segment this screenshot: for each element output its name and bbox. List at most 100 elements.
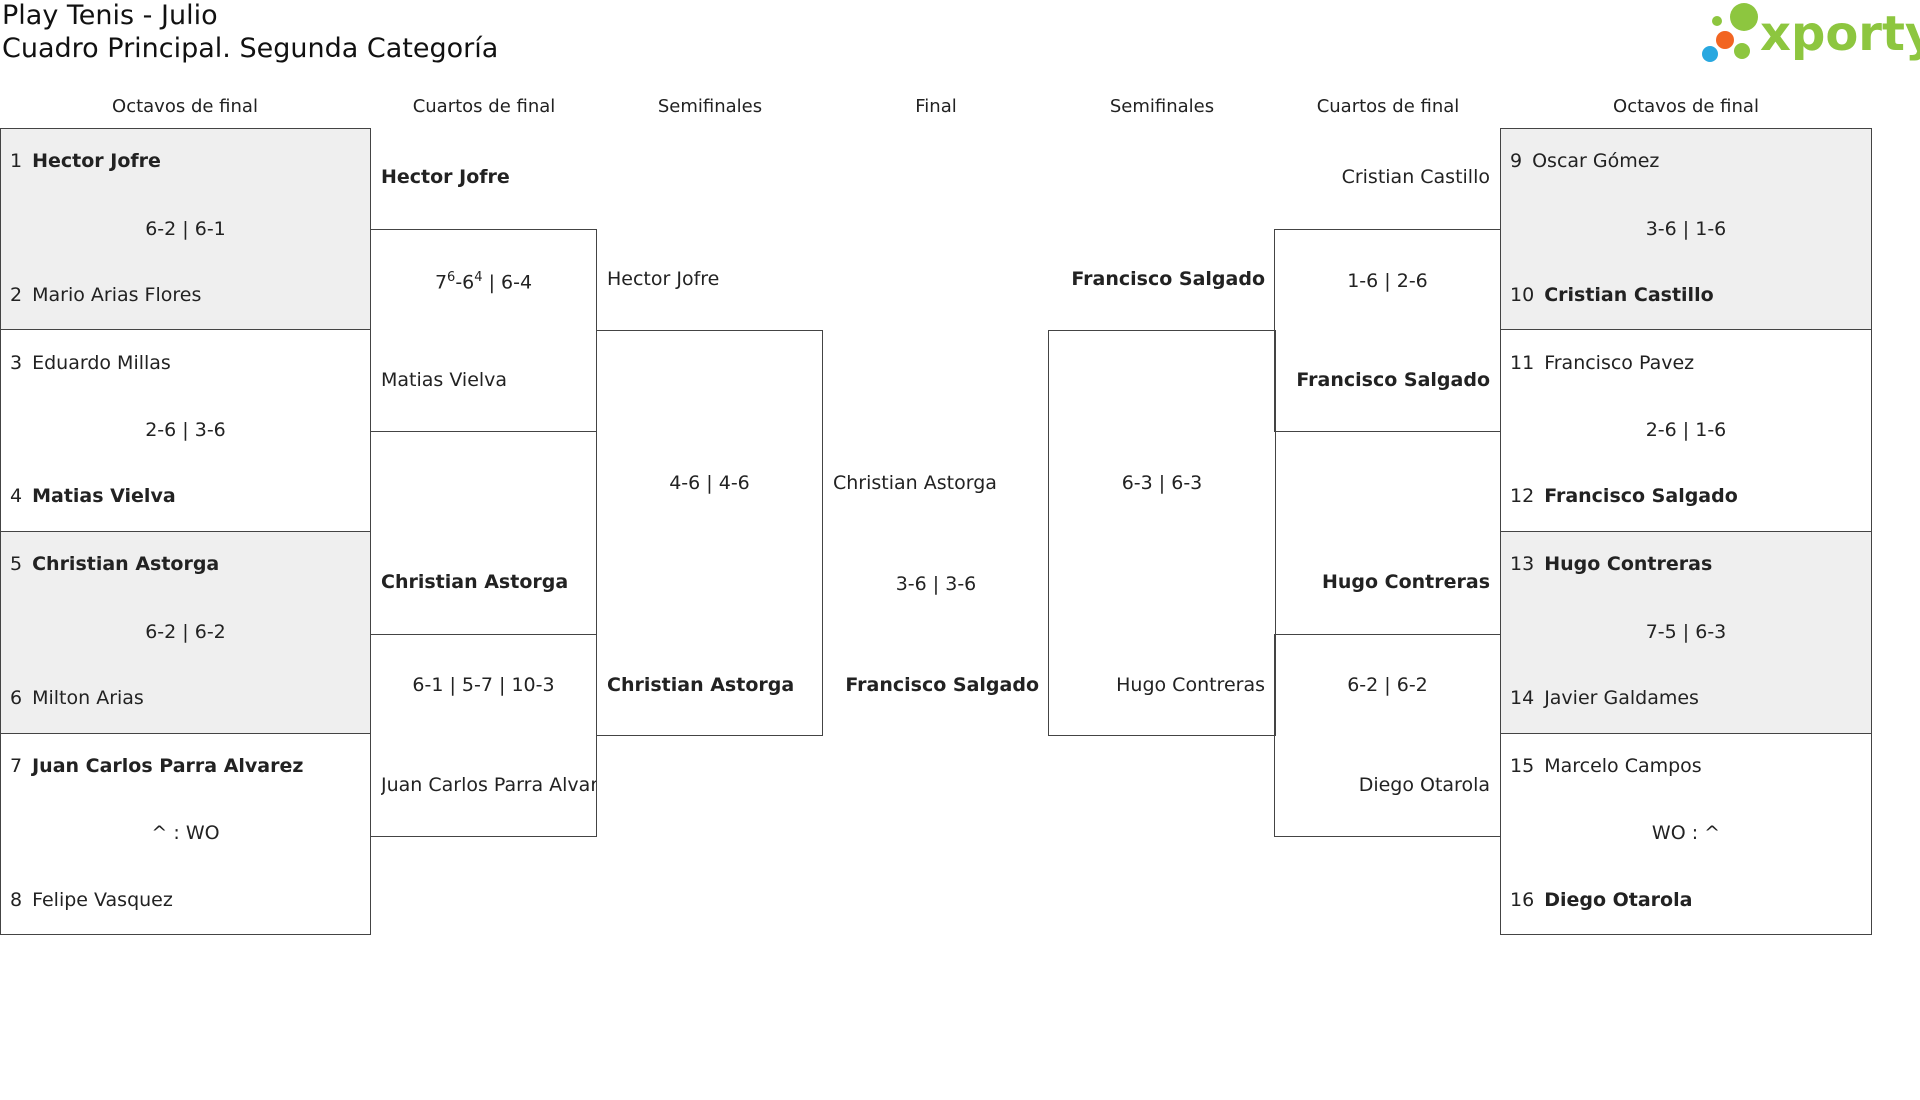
player-slot: 6 Milton Arias [10, 687, 144, 709]
player-name: Javier Galdames [1544, 687, 1699, 709]
logo-dot-orange [1716, 31, 1734, 49]
player-name: Marcelo Campos [1544, 755, 1702, 777]
player-slot: 16 Diego Otarola [1510, 889, 1692, 911]
match-right-qf-2[interactable] [1274, 634, 1501, 837]
round-header-final: Final [915, 96, 957, 117]
match-score: ^ : WO [151, 822, 220, 844]
match-left-sf[interactable] [596, 330, 823, 736]
seed-number: 10 [1510, 284, 1535, 306]
champion-name: Francisco Salgado [845, 674, 1039, 696]
seed-number: 7 [10, 755, 23, 777]
round-header-left-semis: Semifinales [657, 96, 763, 117]
finalist-top: Christian Astorga [833, 472, 997, 494]
player-name: Felipe Vasquez [32, 889, 173, 911]
player-name: Hugo Contreras [1321, 571, 1490, 593]
seed-number: 9 [1510, 150, 1523, 172]
player-name: Hector Jofre [32, 150, 161, 172]
match-score: 4-6 | 4-6 [669, 472, 750, 494]
match-score: WO : ^ [1651, 822, 1721, 844]
seed-number: 3 [10, 352, 23, 374]
seed-number: 11 [1510, 352, 1535, 374]
player-name: Cristian Castillo [1544, 284, 1714, 306]
match-left-r16-3[interactable] [0, 531, 371, 734]
seed-number: 15 [1510, 755, 1535, 777]
player-name: Mario Arias Flores [32, 284, 202, 306]
player-name: Christian Astorga [381, 571, 569, 593]
player-slot: 1 Hector Jofre [10, 150, 161, 172]
seed-number: 16 [1510, 889, 1535, 911]
player-slot: 10 Cristian Castillo [1510, 284, 1714, 306]
match-right-r16-3[interactable] [1500, 531, 1872, 734]
player-name: Matias Vielva [381, 369, 508, 391]
player-name: Hector Jofre [381, 166, 510, 188]
match-score: 6-1 | 5-7 | 10-3 [412, 674, 555, 696]
logo-dot-blue [1702, 46, 1718, 62]
player-name: Christian Astorga [607, 674, 795, 696]
match-right-r16-1[interactable] [1500, 128, 1872, 330]
logo-dot-green-small [1712, 16, 1722, 26]
player-name: Milton Arias [32, 687, 144, 709]
round-header-left-octavos: Octavos de final [112, 96, 258, 117]
match-score: 1-6 | 2-6 [1347, 270, 1428, 292]
final-score: 3-6 | 3-6 [895, 573, 977, 595]
match-score: 6-2 | 6-2 [1347, 674, 1428, 696]
round-header-left-cuartos: Cuartos de final [412, 96, 556, 117]
player-slot: 12 Francisco Salgado [1510, 485, 1738, 507]
logo-text: xporty [1760, 6, 1920, 62]
match-left-qf-1[interactable] [370, 229, 597, 432]
player-slot: 2 Mario Arias Flores [10, 284, 201, 306]
match-right-qf-1[interactable] [1274, 229, 1501, 432]
seed-number: 12 [1510, 485, 1535, 507]
player-name: Francisco Salgado [1544, 485, 1738, 507]
match-score: 6-3 | 6-3 [1121, 472, 1203, 494]
player-name: Diego Otarola [1358, 774, 1490, 796]
player-name: Francisco Salgado [1071, 268, 1265, 290]
player-name: Hugo Contreras [1544, 553, 1713, 575]
seed-number: 13 [1510, 553, 1535, 575]
seed-number: 6 [10, 687, 23, 709]
round-header-right-cuartos: Cuartos de final [1316, 96, 1460, 117]
player-name: Hugo Contreras [1116, 674, 1265, 696]
seed-number: 1 [10, 150, 23, 172]
player-name: Eduardo Millas [32, 352, 171, 374]
match-score: 6-2 | 6-1 [145, 218, 226, 240]
seed-number: 4 [10, 485, 23, 507]
match-right-sf[interactable] [1048, 330, 1276, 736]
player-name: Matias Vielva [32, 485, 176, 507]
seed-number: 2 [10, 284, 23, 306]
player-name: Hector Jofre [607, 268, 720, 290]
round-header-right-octavos: Octavos de final [1613, 96, 1759, 117]
player-slot: 15 Marcelo Campos [1510, 755, 1702, 777]
player-slot: 13 Hugo Contreras [1510, 553, 1712, 575]
player-slot: 3 Eduardo Millas [10, 352, 171, 374]
player-name: Cristian Castillo [1341, 166, 1490, 188]
logo-dot-green-large [1730, 3, 1758, 31]
player-slot: 4 Matias Vielva [10, 485, 176, 507]
seed-number: 5 [10, 553, 23, 575]
match-score: 3-6 | 1-6 [1645, 218, 1727, 240]
player-slot: 14 Javier Galdames [1510, 687, 1699, 709]
match-score: 2-6 | 3-6 [145, 419, 226, 441]
player-name: Diego Otarola [1544, 889, 1693, 911]
player-name: Juan Carlos Parra Alvarez [381, 774, 596, 796]
player-name: Francisco Pavez [1544, 352, 1695, 374]
seed-number: 14 [1510, 687, 1535, 709]
match-score: 7-5 | 6-3 [1645, 621, 1727, 643]
round-header-right-semis: Semifinales [1109, 96, 1215, 117]
match-score: 76-64 | 6-4 [434, 270, 533, 294]
match-left-qf-2[interactable] [370, 634, 597, 837]
match-score: 6-2 | 6-2 [145, 621, 226, 643]
xporty-logo[interactable]: xporty [1695, 0, 1920, 70]
player-slot: 7 Juan Carlos Parra Alvarez [10, 755, 303, 777]
match-score: 2-6 | 1-6 [1645, 419, 1727, 441]
player-name: Juan Carlos Parra Alvarez [32, 755, 304, 777]
match-left-r16-1[interactable] [0, 128, 371, 330]
page-subtitle: Cuadro Principal. Segunda Categoría [2, 33, 499, 64]
page-title: Play Tenis - Julio [2, 0, 218, 31]
seed-number: 8 [10, 889, 23, 911]
player-name: Francisco Salgado [1296, 369, 1490, 391]
match-right-r16-4[interactable] [1500, 733, 1872, 935]
logo-dot-green-medium [1734, 43, 1750, 59]
